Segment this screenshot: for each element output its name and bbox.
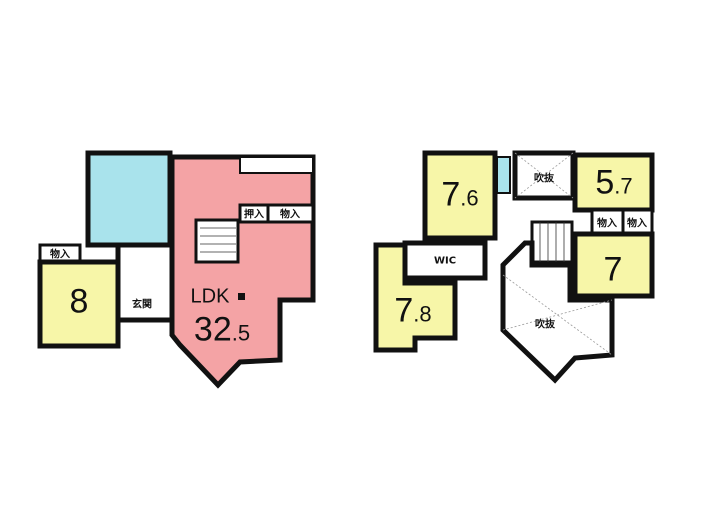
room-7-6 bbox=[422, 150, 498, 241]
label-ldk-storage: 物入 bbox=[280, 209, 300, 221]
wet-area bbox=[85, 150, 173, 248]
room-7 bbox=[572, 231, 655, 299]
toilet-2f bbox=[496, 156, 511, 194]
label-room-7-6: 7.6 bbox=[441, 176, 478, 215]
label-entrance: 玄関 bbox=[132, 299, 152, 311]
room-a-int: 7 bbox=[441, 175, 461, 214]
ldk-marker bbox=[238, 293, 245, 300]
label-storage-2: 物入 bbox=[627, 218, 647, 230]
label-storage-1: 物入 bbox=[597, 218, 617, 230]
label-ldk-closet: 押入 bbox=[244, 209, 264, 221]
ldk-room bbox=[169, 154, 316, 389]
room-d-dec: .8 bbox=[413, 301, 432, 327]
label-void-main: 吹抜 bbox=[535, 319, 555, 331]
ldk-stairs bbox=[194, 218, 240, 264]
ldk-storage bbox=[266, 203, 315, 224]
room-7-8 bbox=[373, 242, 458, 353]
label-room-7: 7 bbox=[603, 250, 623, 289]
label-room-5-7: 5.7 bbox=[595, 164, 632, 203]
ldk-size-dec: .5 bbox=[231, 320, 251, 346]
label-room-7-8: 7.8 bbox=[394, 292, 431, 331]
room-b-dec: .7 bbox=[614, 173, 633, 199]
bedroom-8 bbox=[37, 259, 121, 349]
ldk-size-int: 32 bbox=[193, 310, 232, 349]
label-wic: WIC bbox=[433, 255, 457, 267]
label-ldk: LDK bbox=[190, 285, 230, 308]
label-bedroom-8: 8 bbox=[69, 282, 89, 321]
label-void-top: 吹抜 bbox=[534, 173, 554, 185]
room-d-int: 7 bbox=[394, 291, 414, 330]
stairs-2f bbox=[530, 220, 574, 264]
label-ldk-size: 32.5 bbox=[194, 311, 250, 350]
kitchen-counter bbox=[239, 156, 314, 174]
label-bedroom-storage: 物入 bbox=[50, 249, 70, 261]
void-main bbox=[500, 240, 615, 384]
room-a-dec: .6 bbox=[460, 185, 479, 211]
room-b-int: 5 bbox=[595, 163, 615, 202]
